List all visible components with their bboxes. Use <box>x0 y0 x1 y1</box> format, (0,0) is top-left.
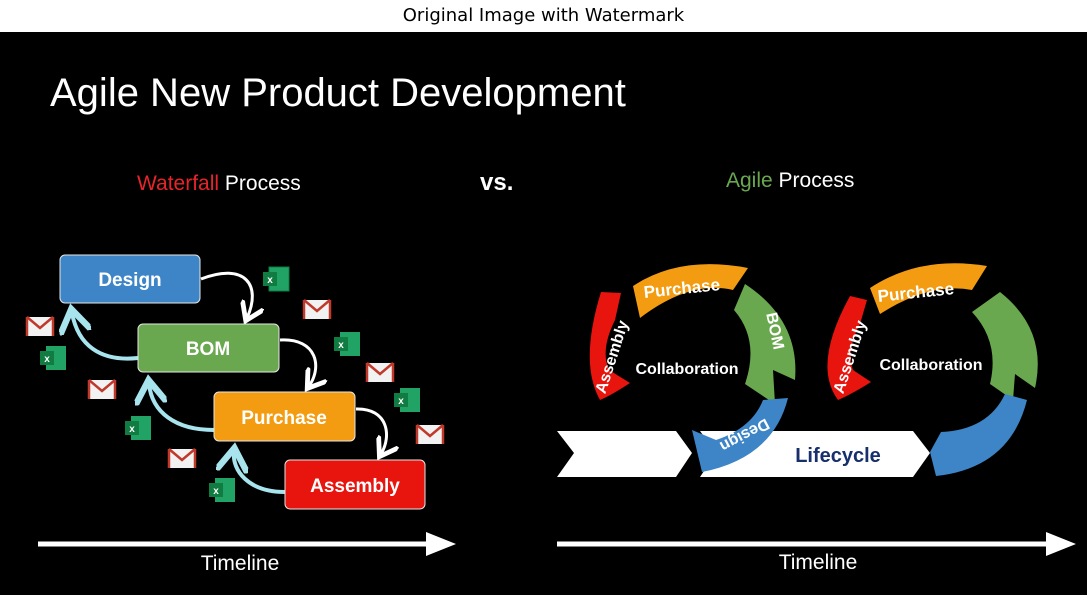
email-icon <box>87 379 117 399</box>
email-icon <box>167 448 197 468</box>
cycle1-center-label: Collaboration <box>635 361 738 378</box>
waterfall-step-assembly <box>284 459 426 510</box>
cycle2-segment-green <box>972 292 1038 400</box>
excel-icon: x <box>394 388 420 412</box>
agile-heading: Agile Process <box>726 169 854 192</box>
excel-icon-letter: x <box>338 340 344 351</box>
lifecycle-chevron-start <box>557 431 692 477</box>
excel-icon-letter: x <box>267 275 273 286</box>
agile-heading-highlight: Agile <box>726 169 773 192</box>
lifecycle-label: Lifecycle <box>795 445 881 467</box>
waterfall-loop-arrow-3 <box>234 452 286 494</box>
cycle1-segment-purchase <box>633 264 748 318</box>
excel-icon: x <box>334 332 360 356</box>
waterfall-step-design <box>59 254 201 304</box>
cycle2-center-label: Collaboration <box>879 357 982 374</box>
window-header: Original Image with Watermark <box>0 0 1087 32</box>
waterfall-step-bom <box>137 323 280 373</box>
window-title: Original Image with Watermark <box>402 5 685 26</box>
timeline-right-arrow-head <box>1046 532 1076 556</box>
excel-icon: x <box>263 266 290 292</box>
email-icon <box>365 362 395 382</box>
waterfall-step-design-label: Design <box>98 270 161 291</box>
excel-icon: x <box>209 478 235 502</box>
email-icon <box>302 299 332 319</box>
excel-icon: x <box>125 416 151 440</box>
cycle2-segment-assembly <box>827 296 871 400</box>
email-icon <box>25 316 55 336</box>
timeline-left-arrow-head <box>426 532 456 556</box>
agile-heading-rest: Process <box>773 169 855 192</box>
waterfall-step-assembly-label: Assembly <box>310 476 400 497</box>
cycle1-segment-bom <box>734 284 796 404</box>
cycle2-segment-blue <box>930 394 1027 476</box>
cycle2-segment-purchase <box>870 263 987 314</box>
waterfall-loop-arrow-1 <box>72 313 139 361</box>
vs-label: vs. <box>480 169 513 196</box>
cycle1-segment-design <box>692 398 788 472</box>
excel-icon-letter: x <box>213 486 219 497</box>
email-icon <box>415 424 445 444</box>
excel-icon: x <box>40 346 66 370</box>
waterfall-loop-arrow-2 <box>149 384 215 432</box>
waterfall-heading: Waterfall Process <box>137 172 301 195</box>
slide-graphic: Agile New Product Development Waterfall … <box>25 71 1076 575</box>
waterfall-forward-arrow-2 <box>279 338 316 386</box>
excel-icon-letter: x <box>129 424 135 435</box>
waterfall-heading-highlight: Waterfall <box>137 172 219 195</box>
waterfall-step-purchase-label: Purchase <box>241 408 327 429</box>
waterfall-step-purchase <box>213 391 356 442</box>
waterfall-forward-arrow-3 <box>355 407 387 454</box>
waterfall-heading-rest: Process <box>219 172 301 195</box>
slide-canvas: Agile New Product Development Waterfall … <box>0 32 1087 595</box>
waterfall-step-bom-label: BOM <box>186 339 230 360</box>
agile-cycle-2: Purchase Assembly Collaboration <box>827 263 1038 476</box>
timeline-right-label: Timeline <box>779 551 858 574</box>
cycle1-segment-assembly <box>589 292 630 400</box>
excel-icon-letter: x <box>44 354 50 365</box>
timeline-left-label: Timeline <box>201 552 280 575</box>
waterfall-forward-arrow-1 <box>200 271 252 318</box>
excel-icon-letter: x <box>398 396 404 407</box>
slide-title: Agile New Product Development <box>50 71 626 115</box>
